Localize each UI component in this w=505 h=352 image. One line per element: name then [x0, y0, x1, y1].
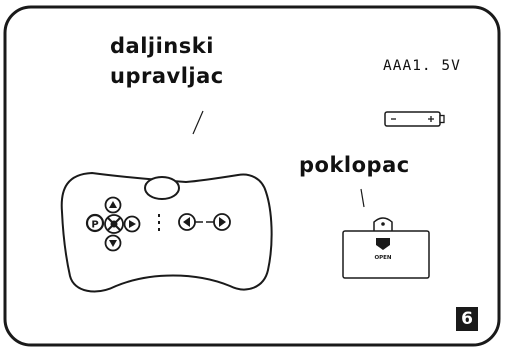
- remote-top-button: [144, 176, 180, 200]
- remote-label-line1: daljinski: [110, 34, 214, 58]
- remote-up-button: [104, 196, 122, 214]
- remote-control-icon: P: [60, 171, 273, 293]
- svg-text:P: P: [91, 220, 98, 231]
- cover-open-arrow: [376, 238, 390, 250]
- figure-number-badge: 6: [456, 307, 478, 331]
- remote-separator-dots: [158, 214, 160, 231]
- battery-label: AAA1. 5V: [383, 58, 461, 74]
- remote-side-left-button: [178, 213, 203, 231]
- cover-leader-line: [360, 188, 365, 208]
- remote-side-right-button: [206, 213, 231, 231]
- battery-cover-icon: OPEN: [342, 217, 430, 279]
- battery-icon: [384, 111, 445, 127]
- remote-leader-line: [192, 110, 204, 135]
- remote-label-line2: upravljac: [110, 64, 224, 88]
- battery-terminal: [439, 114, 445, 124]
- remote-center-button: [104, 214, 124, 234]
- battery-plus-sign: [428, 116, 434, 122]
- remote-left-button: P: [85, 213, 105, 233]
- cover-open-text: OPEN: [374, 255, 391, 261]
- remote-down-button: [104, 234, 122, 252]
- remote-right-button: [123, 215, 141, 233]
- cover-body: [342, 230, 430, 279]
- cover-label: poklopac: [299, 153, 410, 177]
